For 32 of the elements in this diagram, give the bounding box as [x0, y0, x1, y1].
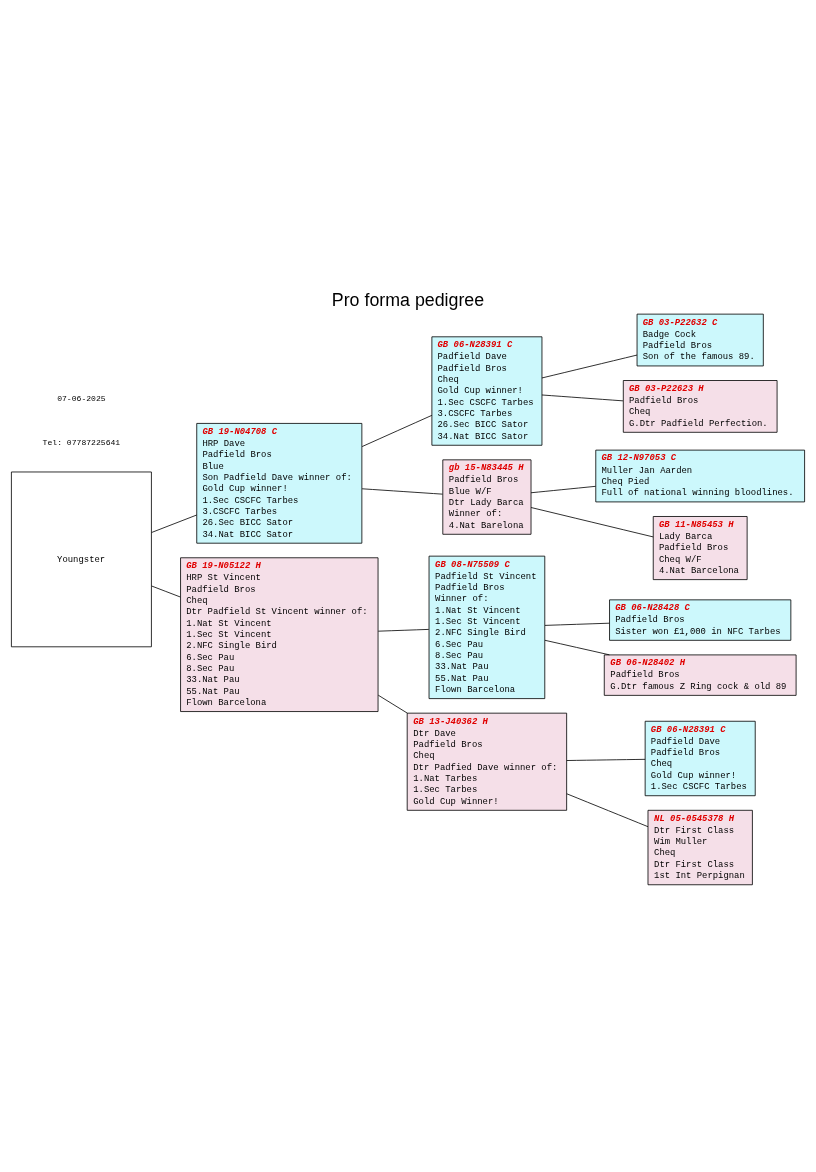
- connector: [544, 639, 610, 655]
- node-box: GB 03-P22632 C Badge Cock Padfield Bros Son of the famous 89.: [636, 313, 764, 366]
- label: 07-06-2025: [57, 393, 106, 403]
- diagram-title: Pro forma pedigree: [331, 289, 485, 310]
- node-box: GB 06-N28428 C Padfield Bros Sister won £1,000 in NFC Tarbes: [609, 598, 792, 641]
- node-box: NL 05-0545378 H Dtr First Class Wim Muller Cheq Dtr First Class 1st Int Perpignan: [647, 809, 753, 885]
- node-box: GB 06-N28391 C Padfield Dave Padfield Bros Cheq Gold Cup winner! 1.Sec CSCFC Tarbes 3.CSCFC Tarbes 26.Sec BICC Sator 34.Nat BICC Sator: [431, 335, 543, 446]
- connector: [566, 792, 649, 827]
- node-box: GB 06-N28391 C Padfield Dave Padfield Bros Cheq Gold Cup winner! 1.Sec CSCFC Tarbes: [644, 720, 756, 796]
- connector: [361, 414, 433, 447]
- connector: [361, 487, 443, 495]
- node-box: GB 08-N75509 C Padfield St Vincent Padfield Bros Winner of: 1.Nat St Vincent 1.Sec St Vincent 2.NFC Single Bird 6.Sec Pau 8.Sec Pau 33.Nat Pau 55.Nat Pau Flown Barcelona: [428, 555, 546, 699]
- node-box: GB 12-N97053 C Muller Jan Aarden Cheq Pied Full of national winning bloodlines.: [595, 449, 805, 502]
- node-box: GB 19-N04708 C HRP Dave Padfield Bros Blue Son Padfield Dave winner of: Gold Cup winner! 1.Sec CSCFC Tarbes 3.CSCFC Tarbes 26.Sec BICC Sator 34.Nat BICC Sator: [196, 422, 363, 544]
- node-box: Youngster: [11, 471, 152, 647]
- connector: [541, 354, 638, 378]
- connector: [151, 585, 181, 597]
- node-box: GB 03-P22623 H Padfield Bros Cheq G.Dtr Padfield Perfection.: [622, 379, 778, 433]
- connector: [530, 506, 654, 537]
- connector: [541, 394, 624, 401]
- connector: [151, 514, 198, 533]
- label: Tel: 07787225641: [42, 437, 121, 447]
- node-box: GB 11-N85453 H Lady Barca Padfield Bros Cheq W/F 4.Nat Barcelona: [652, 515, 748, 580]
- node-box: GB 13-J40362 H Dtr Dave Padfield Bros Cheq Dtr Padfied Dave winner of: 1.Nat Tarbes 1.Sec Tarbes Gold Cup Winner!: [406, 712, 568, 811]
- connector: [530, 485, 596, 493]
- connector: [377, 694, 408, 714]
- node-box: GB 19-N05122 H HRP St Vincent Padfield Bros Cheq Dtr Padfield St Vincent winner of: 1.Nat St Vincent 1.Sec St Vincent 2.NFC Single Bird 6.Sec Pau 8.Sec Pau 33.Nat Pau 55.Nat Pau Flown Barcelona: [180, 556, 379, 712]
- connector: [377, 628, 430, 632]
- connector: [566, 758, 646, 761]
- connector: [544, 622, 610, 626]
- node-box: GB 06-N28402 H Padfield Bros G.Dtr famous Z Ring cock & old 89: [603, 654, 797, 696]
- node-box: gb 15-N83445 H Padfield Bros Blue W/F Dtr Lady Barca Winner of: 4.Nat Barelona: [442, 458, 532, 535]
